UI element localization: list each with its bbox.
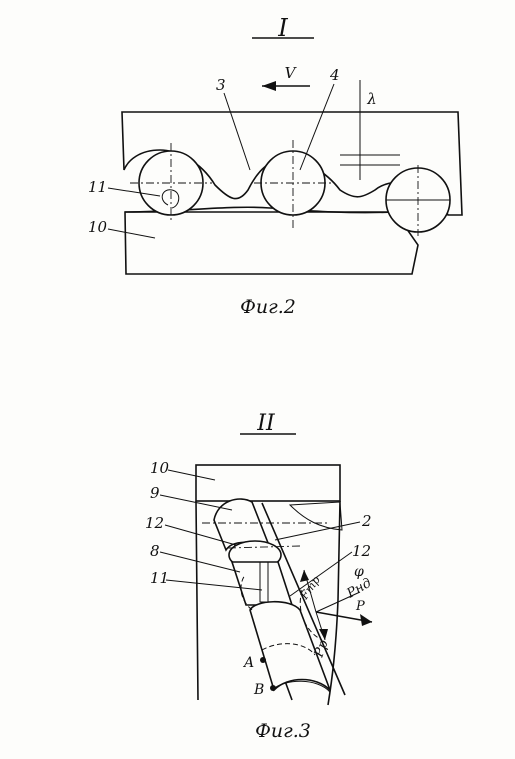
part-11-label-fig3: 11	[150, 569, 169, 587]
ftr-label: Fтр	[297, 574, 323, 603]
pp-label: Pр	[311, 638, 332, 661]
part-11-label-fig2: 11	[88, 178, 107, 196]
lower-body-10	[124, 211, 419, 275]
wedge-2	[288, 501, 343, 531]
part-10-label-fig3: 10	[150, 459, 170, 477]
part-12-label-b: 12	[352, 542, 371, 560]
part-4-label: 4	[329, 66, 340, 84]
part-8-leader	[159, 551, 241, 573]
part-11-leader-fig2	[107, 187, 161, 197]
part-9-leader	[159, 494, 233, 511]
part-10-leader-fig2	[107, 228, 156, 239]
roller-hidden-edge	[240, 574, 253, 611]
caption-fig-2: Фиг.2	[240, 296, 296, 318]
part-12-leader-a	[164, 524, 237, 546]
roller-8	[230, 561, 294, 606]
part-2-leader	[274, 521, 361, 541]
part-10-label-fig2: 10	[88, 218, 108, 236]
velocity-label: V	[285, 64, 298, 82]
part-3-leader	[223, 92, 251, 171]
part-4-leader	[299, 83, 335, 171]
figure-3: II A B	[145, 411, 374, 742]
force-pnd-vector	[315, 591, 361, 613]
phi-label: φ	[354, 564, 364, 580]
point-a-label: A	[242, 655, 254, 671]
section-label-1: I	[277, 14, 288, 42]
force-ftr-arrowhead	[300, 570, 309, 582]
roller-12-axis	[227, 545, 301, 549]
point-b-marker	[270, 685, 276, 691]
top-block-10	[195, 464, 341, 502]
caption-fig-3: Фиг.3	[255, 720, 311, 742]
part-9-label: 9	[150, 484, 160, 502]
spiral-chip	[161, 189, 180, 209]
lambda-label: λ	[366, 90, 377, 108]
part-8-label: 8	[150, 542, 160, 560]
part-2-label: 2	[361, 512, 372, 530]
part-10-leader-fig3	[167, 469, 216, 481]
velocity-arrowhead	[262, 81, 276, 91]
point-a-marker	[260, 657, 266, 663]
force-pp-arrowhead	[319, 629, 328, 640]
point-b-label: B	[253, 682, 264, 698]
part-3-label: 3	[216, 76, 226, 94]
figure-2: I V λ 3 4 11 10	[88, 14, 463, 318]
part-12-label-a: 12	[145, 514, 164, 532]
part-12-leader-b	[289, 551, 353, 597]
force-p-arrowhead	[360, 614, 372, 626]
p-label: P	[355, 599, 365, 614]
section-label-2: II	[256, 411, 276, 436]
roller-lower-base	[271, 680, 331, 693]
part-11-leader-fig3	[165, 579, 263, 591]
